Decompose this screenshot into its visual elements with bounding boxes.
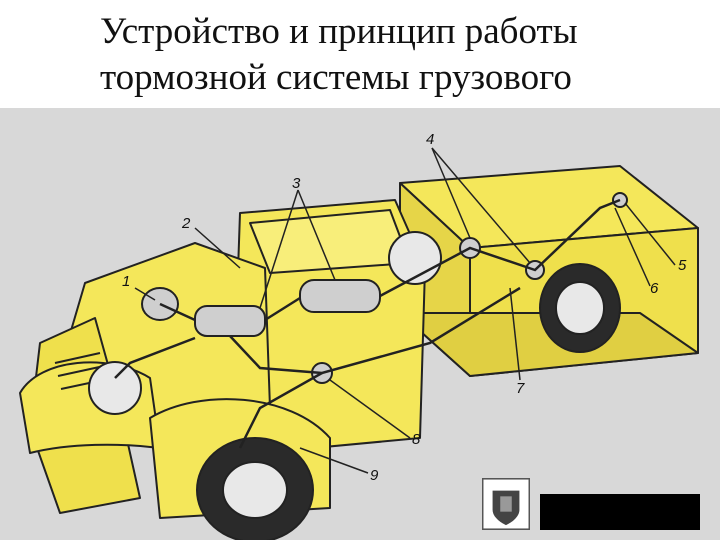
- callout-lines: [134, 147, 676, 474]
- front-left-brake-drum: [88, 361, 142, 415]
- black-label-box: [540, 494, 700, 530]
- callout-4: 4: [426, 131, 434, 148]
- callout-7: 7: [516, 380, 525, 397]
- callout-3: 3: [292, 175, 301, 192]
- air-receiver-rear: [299, 279, 381, 313]
- rear-right-brake-drum: [555, 281, 605, 335]
- front-right-brake-drum: [222, 461, 288, 519]
- air-lines: [114, 198, 621, 449]
- callout-6: 6: [650, 280, 659, 297]
- truck-brake-system-illustration: 1 2 3 4 5 6 7 8 9: [0, 108, 720, 540]
- wheels: [88, 231, 621, 540]
- title-line-1: Устройство и принцип работы: [100, 11, 578, 52]
- callout-1: 1: [122, 273, 130, 290]
- title-line-2: тормозной системы грузового: [100, 57, 572, 98]
- air-receiver-front: [194, 305, 266, 337]
- crest-logo: [482, 478, 530, 530]
- callout-2: 2: [181, 215, 191, 232]
- slide-badge: [482, 478, 700, 530]
- callout-8: 8: [412, 431, 421, 448]
- cargo-bed: [399, 165, 699, 377]
- callout-5: 5: [678, 257, 687, 274]
- callout-9: 9: [370, 467, 379, 484]
- callout-numbers: 1 2 3 4 5 6 7 8 9: [122, 131, 687, 484]
- slide-title: Устройство и принцип работы тормозной си…: [0, 0, 720, 108]
